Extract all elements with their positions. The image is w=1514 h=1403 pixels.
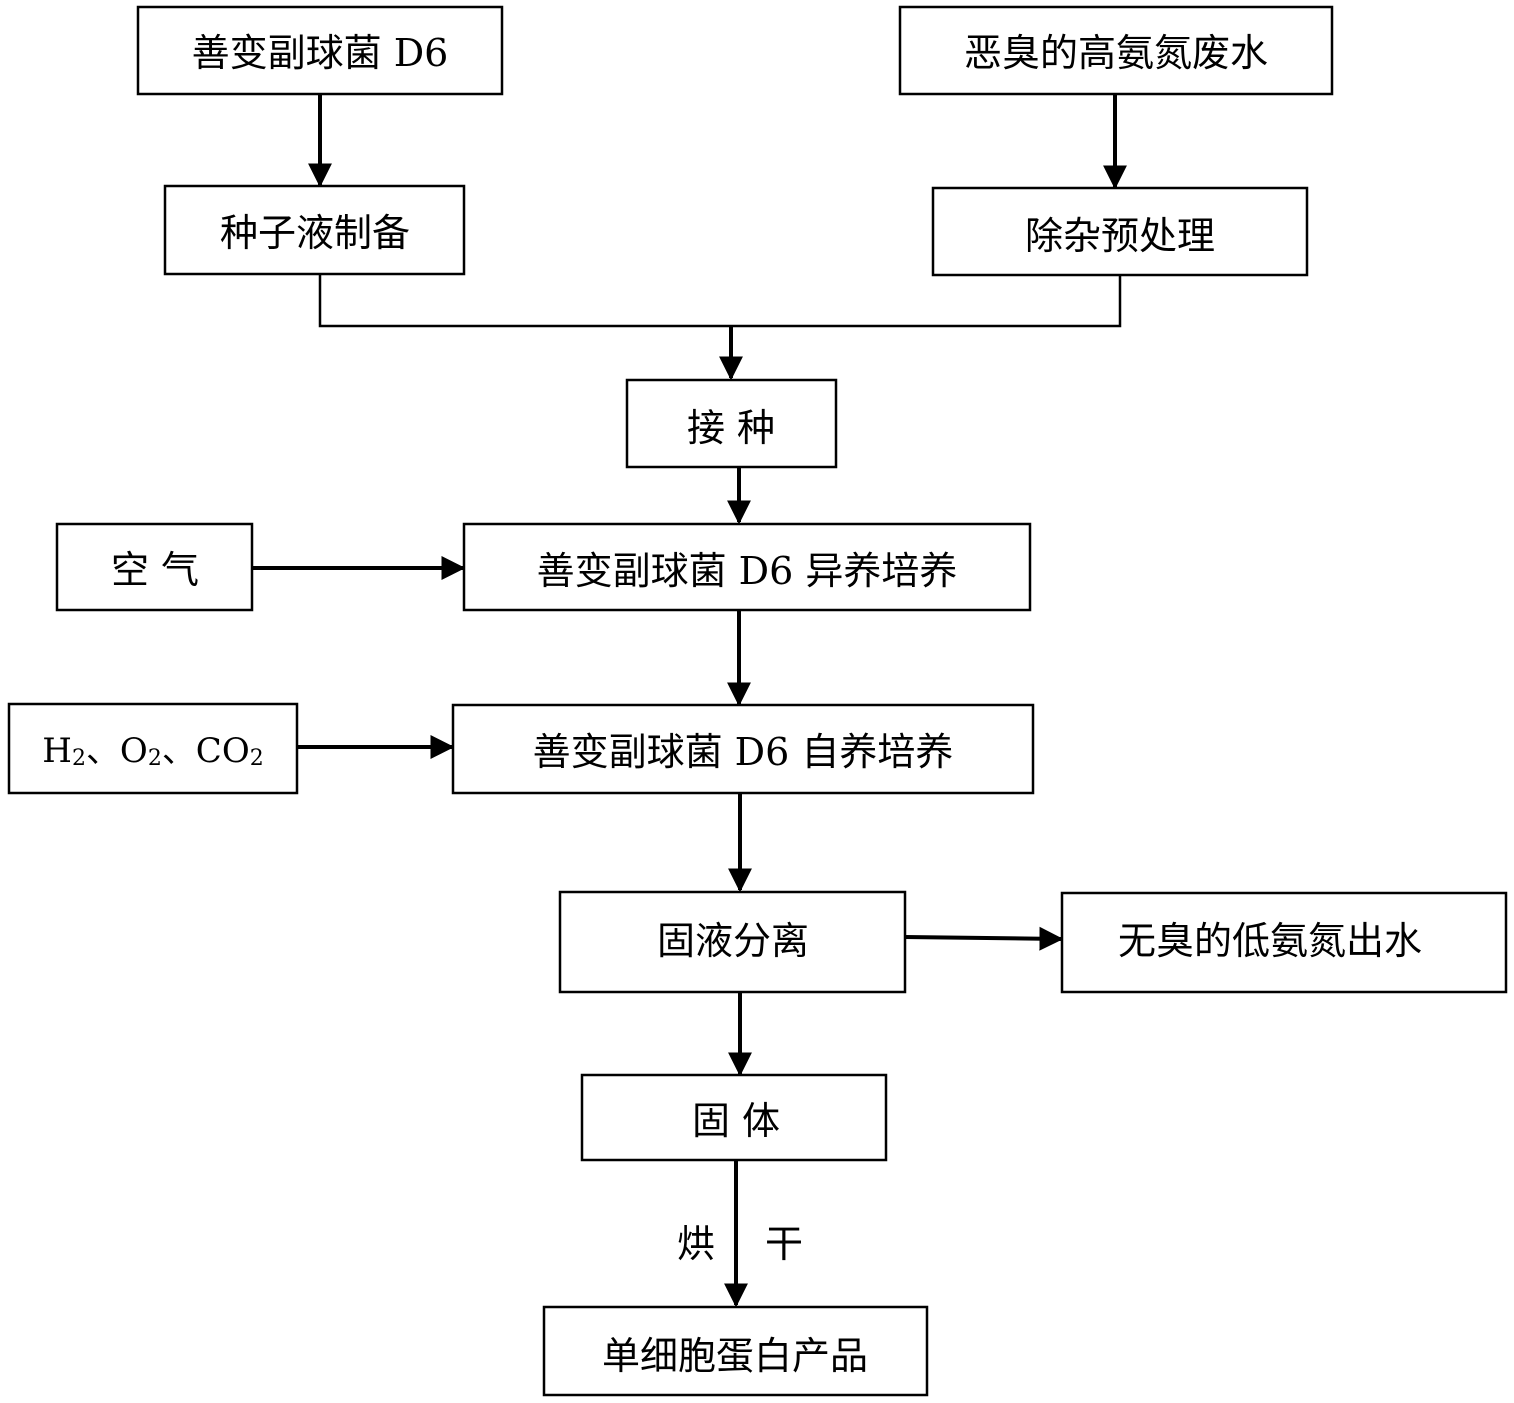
node-auto-box: [451, 703, 1035, 795]
node-effluent: 无臭的低氨氮出水: [1060, 891, 1508, 994]
node-seed-prep-label: 种子液制备: [220, 211, 410, 255]
node-product: 单细胞蛋白产品: [542, 1305, 929, 1397]
node-gases-box: [7, 702, 299, 795]
node-wastewater-box: [898, 5, 1334, 96]
node-inoculate: 接 种: [625, 378, 838, 469]
node-pretreat-label: 除杂预处理: [1025, 214, 1215, 258]
node-product-label: 单细胞蛋白产品: [602, 1334, 868, 1378]
node-inoculate-label: 接 种: [687, 406, 775, 450]
arrow-separation-to-effluent: [904, 926, 1064, 951]
node-gases: H2、O2、CO2: [7, 702, 299, 795]
edge-drying-right: 干: [765, 1222, 803, 1266]
node-separation-label: 固液分离: [657, 919, 809, 963]
node-solid: 固 体: [580, 1073, 888, 1162]
node-separation: 固液分离: [558, 890, 907, 994]
node-pretreat: 除杂预处理: [931, 186, 1309, 277]
node-auto-label: 善变副球菌 D6 自养培养: [533, 730, 954, 774]
merge-connector: [318, 274, 1122, 328]
node-separation-box: [558, 890, 907, 994]
node-pretreat-box: [931, 186, 1309, 277]
node-solid-label: 固 体: [692, 1099, 780, 1143]
node-seed-prep: 种子液制备: [163, 184, 466, 276]
node-hetero-label: 善变副球菌 D6 异养培养: [537, 549, 958, 593]
node-wastewater-label: 恶臭的高氨氮废水: [964, 31, 1268, 75]
node-hetero-box: [462, 522, 1032, 612]
node-air: 空 气: [55, 522, 254, 612]
node-wastewater: 恶臭的高氨氮废水: [898, 5, 1334, 96]
node-effluent-box: [1060, 891, 1508, 994]
node-inoculate-box: [625, 378, 838, 469]
node-strain-box: [136, 5, 504, 96]
node-hetero: 善变副球菌 D6 异养培养: [462, 522, 1032, 612]
node-seed-prep-box: [163, 184, 466, 276]
node-strain-label: 善变副球菌 D6: [192, 31, 449, 75]
node-strain: 善变副球菌 D6: [136, 5, 504, 96]
node-gases-label: H2、O2、CO2: [42, 731, 263, 771]
node-auto: 善变副球菌 D6 自养培养: [451, 703, 1035, 795]
node-product-box: [542, 1305, 929, 1397]
node-air-label: 空 气: [111, 548, 199, 592]
node-air-box: [55, 522, 254, 612]
node-effluent-label: 无臭的低氨氮出水: [1118, 919, 1422, 963]
node-solid-box: [580, 1073, 888, 1162]
edge-drying-left: 烘: [677, 1222, 715, 1266]
